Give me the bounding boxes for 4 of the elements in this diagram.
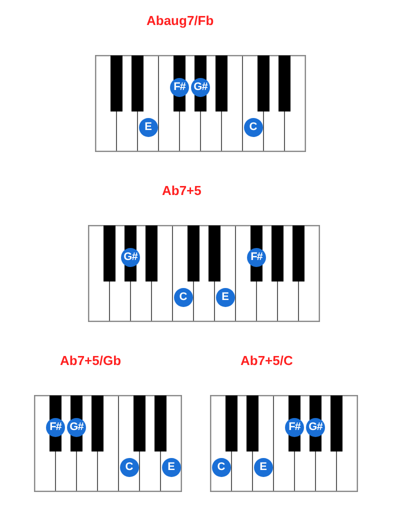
chord-name: Ab7+5 — [162, 183, 202, 199]
chord-name: Ab7+5/C — [240, 353, 293, 369]
chord-name: Abaug7/Fb — [146, 13, 214, 29]
chord-name: Ab7+5/Gb — [60, 353, 122, 369]
